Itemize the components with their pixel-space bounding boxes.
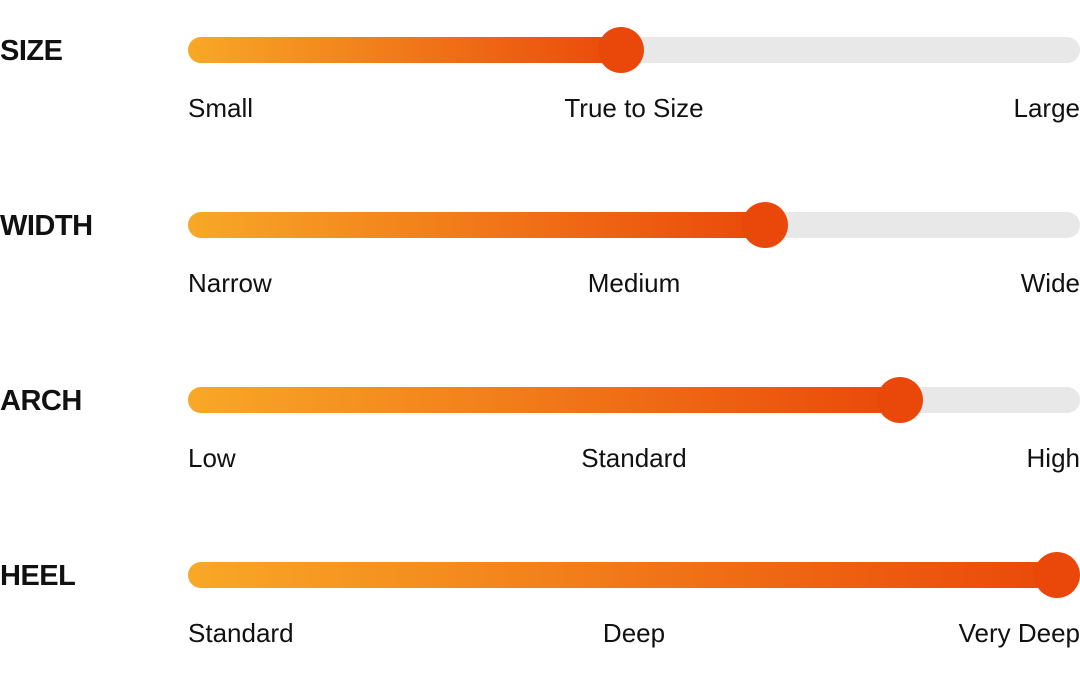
fit-row-arch: ARCH Low Standard High <box>0 363 1080 483</box>
fit-slider-track[interactable] <box>188 552 1080 598</box>
fit-slider-knob[interactable] <box>1034 552 1080 598</box>
fit-title: ARCH <box>0 385 82 417</box>
scale-label-low: Small <box>188 93 254 123</box>
scale-label-mid: True to Size <box>564 93 704 123</box>
fit-slider-knob[interactable] <box>742 202 789 248</box>
scale-label-mid: Medium <box>587 268 681 298</box>
scale-label-mid: Standard <box>581 443 687 473</box>
scale-label-low: Low <box>188 443 236 473</box>
scale-label-low: Standard <box>188 618 294 648</box>
scale-label-mid: Deep <box>602 618 666 648</box>
fit-row-width: WIDTH Narrow Medium Wide <box>0 188 1080 308</box>
fit-slider-knob[interactable] <box>598 27 645 73</box>
scale-label-high: Large <box>1013 93 1080 123</box>
fit-slider-fill <box>188 562 1061 588</box>
fit-slider-track[interactable] <box>188 202 1080 248</box>
fit-title: SIZE <box>0 35 63 67</box>
scale-label-high: Wide <box>1020 268 1080 298</box>
fit-slider-fill <box>188 212 770 238</box>
scale-label-high: High <box>1026 443 1080 473</box>
fit-slider-knob[interactable] <box>877 377 924 423</box>
scale-label-low: Narrow <box>188 268 272 298</box>
fit-slider-fill <box>188 37 626 63</box>
fit-title: WIDTH <box>0 210 93 242</box>
fit-title: HEEL <box>0 560 76 592</box>
fit-row-size: SIZE Small True to Size Large <box>0 13 1080 133</box>
fit-row-heel: HEEL Standard Deep Very Deep <box>0 538 1080 658</box>
fit-slider-track[interactable] <box>188 27 1080 73</box>
fit-slider-fill <box>188 387 905 413</box>
fit-slider-track[interactable] <box>188 377 1080 423</box>
scale-label-high: Very Deep <box>958 618 1080 648</box>
